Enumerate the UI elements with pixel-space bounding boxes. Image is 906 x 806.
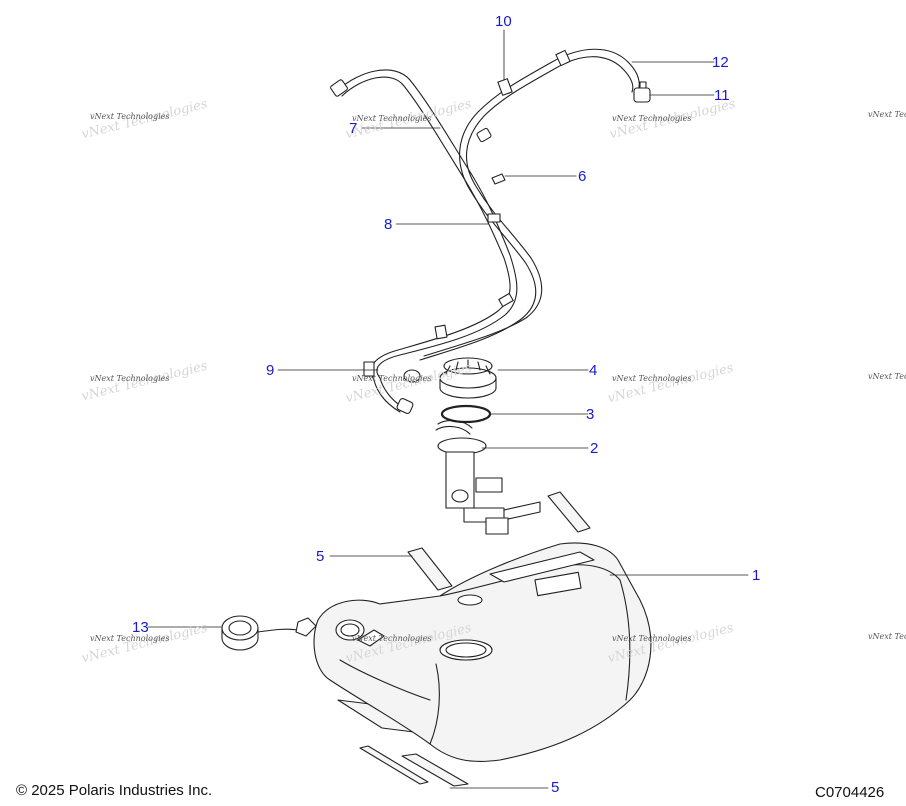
fuel-cap — [221, 615, 317, 651]
watermark-text: vNext Technologies — [868, 372, 906, 381]
leader-lines — [147, 29, 749, 789]
callout-5-bottom[interactable]: 5 — [551, 779, 560, 796]
callout-9[interactable]: 9 — [266, 362, 275, 379]
diagram-code: C0704426 — [815, 784, 885, 801]
callout-6[interactable]: 6 — [578, 168, 587, 185]
watermark-text: vNext Technologies — [90, 634, 170, 643]
watermark-text: vNext Technologies — [352, 114, 432, 123]
lock-ring — [439, 357, 497, 399]
fuel-tank — [313, 542, 652, 762]
callout-2[interactable]: 2 — [590, 440, 599, 457]
callout-4[interactable]: 4 — [589, 362, 598, 379]
fuel-line-assembly — [330, 48, 640, 414]
watermark-text: vNext Technologies — [352, 374, 432, 383]
watermark-text: vNext Technologies — [612, 114, 692, 123]
callout-3[interactable]: 3 — [586, 406, 595, 423]
fuel-pump-module — [435, 419, 541, 535]
callout-11[interactable]: 11 — [714, 87, 730, 104]
watermark-text: vNext Technologies — [612, 634, 692, 643]
callout-7[interactable]: 7 — [349, 120, 358, 137]
callout-10[interactable]: 10 — [495, 13, 512, 30]
watermark-text: vNext Technologies — [868, 110, 906, 119]
callout-12[interactable]: 12 — [712, 54, 729, 71]
callout-5-top[interactable]: 5 — [316, 548, 325, 565]
watermark-text: vNext Technologies — [868, 632, 906, 641]
callout-13[interactable]: 13 — [132, 619, 149, 636]
callout-8[interactable]: 8 — [384, 216, 393, 233]
watermark-text: vNext Technologies — [90, 374, 170, 383]
copyright-text: © 2025 Polaris Industries Inc. — [16, 782, 213, 799]
watermark-text: vNext Technologies — [352, 634, 432, 643]
seal-ring — [440, 404, 492, 424]
watermark-text: vNext Technologies — [90, 112, 170, 121]
watermark-text: vNext Technologies — [612, 374, 692, 383]
callout-1[interactable]: 1 — [752, 567, 761, 584]
